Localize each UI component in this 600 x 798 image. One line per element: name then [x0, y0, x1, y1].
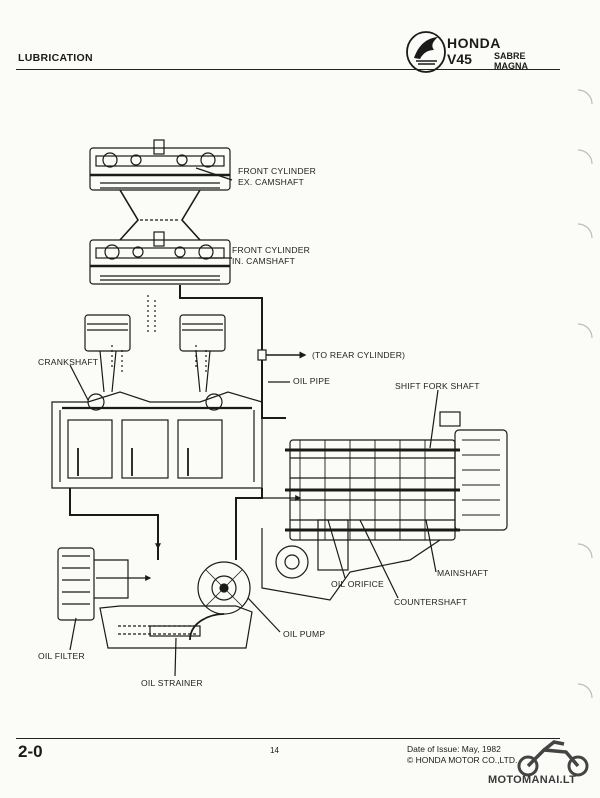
section-title: LUBRICATION — [18, 52, 93, 64]
label-shift-fork-shaft: SHIFT FORK SHAFT — [395, 381, 480, 391]
copyright: © HONDA MOTOR CO.,LTD. — [407, 755, 518, 765]
binder-hole-icon — [577, 223, 593, 239]
label-front-ex-camshaft-line2: EX. CAMSHAFT — [238, 177, 304, 187]
page-code: 2-0 — [18, 742, 43, 761]
ex-camshaft-assembly — [89, 139, 231, 191]
rear-piston — [179, 314, 226, 393]
honda-wing-icon — [406, 31, 446, 73]
crankcase — [51, 391, 263, 489]
label-front-ex-camshaft-line1: FRONT CYLINDER — [238, 166, 317, 176]
footer-rule — [16, 738, 560, 739]
oil-pan — [99, 605, 253, 649]
label-oil-pump: OIL PUMP — [283, 629, 326, 639]
binder-hole-icon — [577, 323, 593, 339]
label-front-in-camshaft-line1: FRONT CYLINDER — [232, 245, 311, 255]
label-countershaft: COUNTERSHAFT — [394, 597, 468, 607]
model-variant-sabre: SABRE — [494, 51, 526, 61]
in-camshaft-assembly — [89, 231, 231, 285]
label-oil-filter: OIL FILTER — [38, 651, 85, 661]
drive-assembly — [261, 519, 441, 601]
binder-hole-icon — [577, 89, 593, 105]
brand-name: HONDA — [447, 35, 501, 51]
label-oil-strainer: OIL STRAINER — [141, 678, 203, 688]
label-crankshaft: CRANKSHAFT — [38, 357, 99, 367]
front-piston — [84, 314, 131, 393]
binder-hole-icon — [577, 683, 593, 699]
oil-filter — [57, 547, 152, 621]
issue-date: Date of Issue: May, 1982 — [407, 744, 501, 754]
binder-hole-icon — [577, 543, 593, 559]
header-rule — [16, 69, 560, 70]
motorcycle-icon — [517, 740, 589, 777]
label-front-in-camshaft-line2: IN. CAMSHAFT — [232, 256, 296, 266]
label-to-rear-cylinder: (TO REAR CYLINDER) — [312, 350, 406, 360]
model-name: V45 — [447, 51, 472, 67]
label-mainshaft: MAINSHAFT — [437, 568, 489, 578]
watermark: MOTOMANAI.LT — [488, 774, 577, 786]
label-oil-pipe: OIL PIPE — [293, 376, 331, 386]
page-number: 14 — [270, 746, 279, 755]
transmission — [285, 411, 508, 541]
binder-hole-icon — [577, 149, 593, 165]
model-variant-magna: MAGNA — [494, 61, 528, 71]
label-oil-orifice: OIL ORIFICE — [331, 579, 384, 589]
